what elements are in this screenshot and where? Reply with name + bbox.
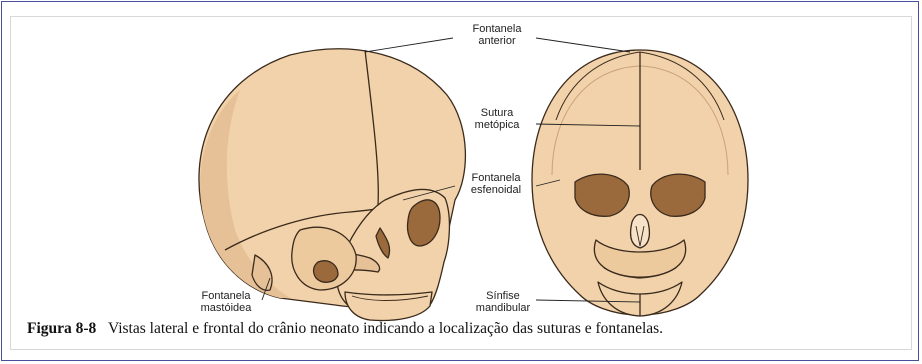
label-sutura-metopica: Sutura metópica [462, 107, 532, 131]
lateral-skull [199, 49, 465, 321]
label-fontanela-esfenoidal: Fontanela esfenoidal [455, 172, 537, 196]
figure-caption: Figura 8-8 Vistas lateral e frontal do c… [27, 320, 663, 338]
figure-number: Figura 8-8 [27, 320, 96, 337]
figure-caption-text: Vistas lateral e frontal do crânio neona… [108, 320, 663, 337]
leader-fontanela-anterior-right [536, 38, 630, 52]
label-fontanela-anterior: Fontanela anterior [457, 23, 537, 47]
label-sinfise-mandibular: Sínfise mandibular [468, 290, 538, 314]
leader-fontanela-anterior-left [365, 38, 453, 52]
frontal-skull [532, 50, 748, 316]
label-fontanela-mastoidea: Fontanela mastóidea [186, 290, 266, 314]
